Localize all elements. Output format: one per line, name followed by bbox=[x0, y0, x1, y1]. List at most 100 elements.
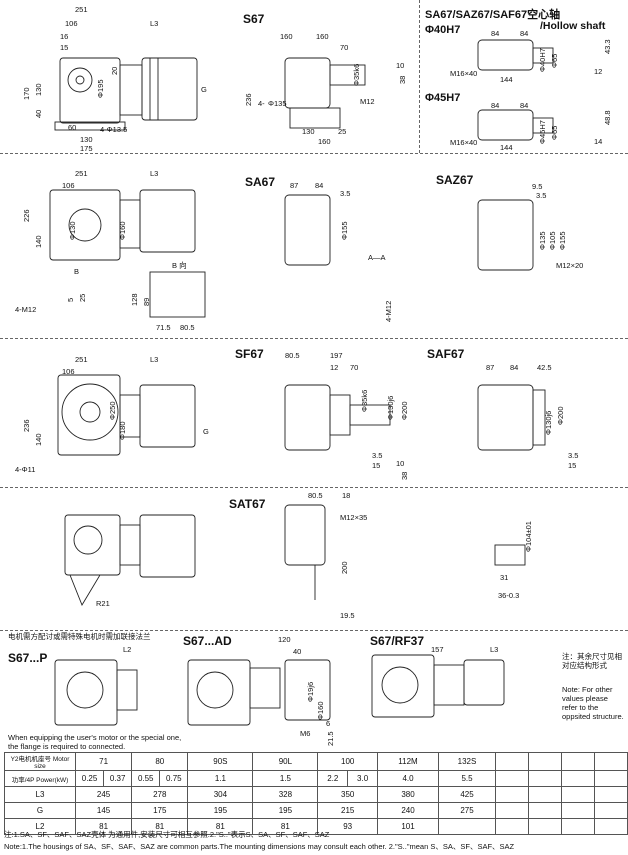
s67p-note-cn: 电机需方配讨或需特殊电机时需加联接法兰 bbox=[8, 632, 151, 641]
dim-label: 106 bbox=[62, 181, 75, 190]
spec-table: Y2电机机座号 Motor size 71 80 90S 90L 100 112… bbox=[4, 752, 628, 835]
section-title-s67rf37: S67/RF37 bbox=[370, 634, 425, 648]
dim-label: Φ200 bbox=[556, 406, 565, 426]
dim-label: 48.8 bbox=[603, 110, 612, 125]
dim-label: 226 bbox=[22, 209, 31, 222]
dim-label: 84 bbox=[520, 101, 529, 110]
dim-label: Φ40H7 bbox=[538, 48, 547, 72]
s67p-note-en: When equipping the user's motor or the s… bbox=[8, 733, 182, 751]
dim-label: 160 bbox=[316, 32, 329, 41]
dim-label: R21 bbox=[96, 599, 110, 608]
dim-label: 9.5 bbox=[532, 182, 543, 191]
dim-label: L3 bbox=[150, 169, 159, 178]
dim-label: Φ130 bbox=[68, 221, 77, 241]
dim-label: Φ160 bbox=[316, 701, 325, 721]
dim-label: 16 bbox=[60, 32, 69, 41]
bore-45: Φ45H7 bbox=[425, 92, 461, 104]
table-cell: 0.37 bbox=[103, 770, 133, 787]
dim-label: 10 bbox=[396, 459, 405, 468]
section-title-sat67: SAT67 bbox=[229, 497, 266, 511]
dim-label: 60 bbox=[68, 123, 77, 132]
dim-label: 160 bbox=[318, 137, 331, 146]
dim-label: 106 bbox=[62, 367, 75, 376]
dim-label: Φ65 bbox=[550, 125, 559, 140]
table-row: Y2电机机座号 Motor size 71 80 90S 90L 100 112… bbox=[4, 752, 628, 771]
dim-label: Φ180 bbox=[118, 421, 127, 441]
dim-label: 25 bbox=[78, 293, 87, 302]
table-cell: 195 bbox=[187, 802, 254, 819]
bore-40: Φ40H7 bbox=[425, 24, 461, 36]
dim-label: 6 bbox=[326, 719, 331, 728]
dim-label: 70 bbox=[350, 363, 359, 372]
table-cell: 100 bbox=[317, 752, 378, 771]
dim-label: 40 bbox=[34, 109, 43, 118]
table-cell: 215 bbox=[317, 802, 378, 819]
dim-label: 5 bbox=[66, 297, 75, 302]
divider bbox=[0, 630, 628, 631]
dim-label: 4-Φ11 bbox=[15, 465, 36, 474]
table-row: L3 245 278 304 328 350 380 425 bbox=[4, 786, 628, 803]
dim-label: 106 bbox=[65, 19, 78, 28]
section-title-s67ad: S67...AD bbox=[183, 634, 232, 648]
dim-label: 38 bbox=[398, 75, 407, 84]
dim-label: 19.5 bbox=[340, 611, 355, 620]
dim-label: 3.5 bbox=[536, 191, 547, 200]
dim-label: 251 bbox=[75, 169, 88, 178]
dim-label: Φ250 bbox=[108, 401, 117, 421]
dim-label: L3 bbox=[150, 355, 159, 364]
dim-label: 144 bbox=[500, 143, 513, 152]
dim-label: Φ130j6 bbox=[544, 410, 553, 435]
dim-label: 120 bbox=[278, 635, 291, 644]
dim-label: 200 bbox=[340, 561, 349, 574]
dim-label: 80.5 bbox=[308, 491, 323, 500]
dim-label: 4- bbox=[258, 99, 265, 108]
dim-label: Φ45H7 bbox=[538, 120, 547, 144]
dim-label: Φ130j6 bbox=[386, 395, 395, 420]
dim-label: 3.5 bbox=[340, 189, 351, 198]
dim-label: 130 bbox=[80, 135, 93, 144]
dim-label: 25 bbox=[338, 127, 347, 136]
dim-label: Φ35k6 bbox=[360, 389, 369, 412]
dim-label: 84 bbox=[510, 363, 519, 372]
section-title-saz67: SAZ67 bbox=[436, 173, 474, 187]
table-cell: 81 bbox=[131, 818, 189, 835]
row-header: Y2电机机座号 Motor size bbox=[4, 752, 76, 771]
dim-label: 71.5 bbox=[156, 323, 171, 332]
table-cell: 275 bbox=[438, 802, 496, 819]
divider bbox=[419, 0, 420, 153]
dim-label: 14 bbox=[594, 137, 603, 146]
table-cell: 304 bbox=[187, 786, 254, 803]
table-cell: 0.25 bbox=[74, 770, 105, 787]
table-cell: 245 bbox=[74, 786, 133, 803]
dim-label: 84 bbox=[315, 181, 324, 190]
dim-label: 21.5 bbox=[326, 731, 335, 746]
table-row: G 145 175 195 195 215 240 275 bbox=[4, 802, 628, 819]
dim-label: Φ200 bbox=[400, 401, 409, 421]
dim-label: 175 bbox=[80, 144, 93, 153]
side-note-en: Note: For other values please refer to t… bbox=[562, 685, 624, 721]
table-cell: 5.5 bbox=[438, 770, 496, 787]
dim-label: 130 bbox=[302, 127, 315, 136]
dim-label: Φ155 bbox=[558, 231, 567, 251]
dim-label: M12×35 bbox=[340, 513, 368, 522]
dim-label: 84 bbox=[520, 29, 529, 38]
dim-label: 236 bbox=[244, 93, 253, 106]
section-subtitle-hollow: /Hollow shaft bbox=[540, 20, 606, 32]
dim-label: B bbox=[74, 267, 80, 276]
dim-label: M12×20 bbox=[556, 261, 584, 270]
dim-label: M16×40 bbox=[450, 138, 478, 147]
dim-label: Φ195 bbox=[96, 79, 105, 99]
divider bbox=[0, 487, 628, 488]
dim-label: Φ35k6 bbox=[352, 63, 361, 86]
dim-label: 18 bbox=[342, 491, 351, 500]
table-cell: 175 bbox=[131, 802, 189, 819]
dim-label: Φ65 bbox=[550, 53, 559, 68]
dim-label: G bbox=[203, 427, 209, 436]
dim-label: G bbox=[201, 85, 207, 94]
table-cell: 81 bbox=[252, 818, 319, 835]
table-cell: 3.0 bbox=[347, 770, 378, 787]
dim-label: Φ19j6 bbox=[306, 681, 315, 702]
table-cell: 278 bbox=[131, 786, 189, 803]
dim-label: L2 bbox=[123, 645, 132, 654]
